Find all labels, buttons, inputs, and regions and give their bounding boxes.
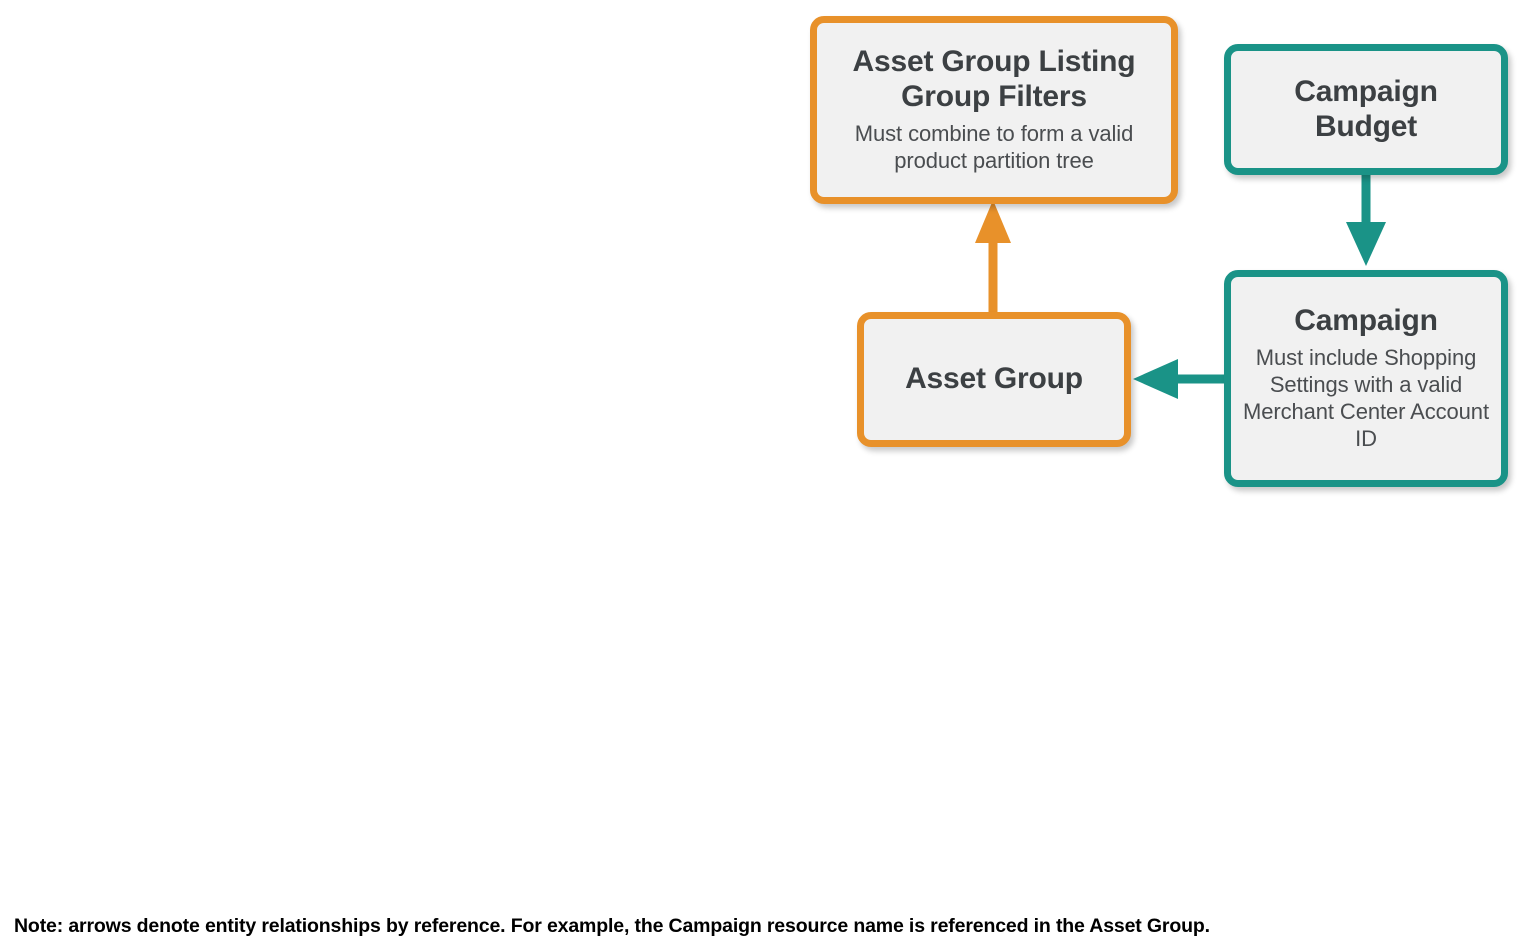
arrow-asset-group-to-listing-group-filters	[975, 200, 1011, 315]
node-campaign-budget[interactable]: Campaign Budget	[1224, 44, 1508, 175]
node-title: Asset Group	[905, 362, 1083, 396]
node-title: Campaign	[1294, 304, 1438, 338]
node-campaign[interactable]: Campaign Must include Shopping Settings …	[1224, 270, 1508, 487]
node-title: Campaign Budget	[1294, 74, 1438, 143]
arrow-campaign-budget-to-campaign	[1346, 172, 1386, 266]
diagram-footnote: Note: arrows denote entity relationships…	[14, 915, 1210, 937]
node-asset-group-listing-group-filters[interactable]: Asset Group Listing Group Filters Must c…	[810, 16, 1178, 204]
node-title: Asset Group Listing Group Filters	[852, 45, 1136, 114]
node-subtitle: Must combine to form a valid product par…	[854, 120, 1134, 173]
node-subtitle: Must include Shopping Settings with a va…	[1243, 345, 1489, 451]
arrow-campaign-to-asset-group	[1133, 359, 1227, 399]
node-asset-group[interactable]: Asset Group	[857, 312, 1131, 447]
